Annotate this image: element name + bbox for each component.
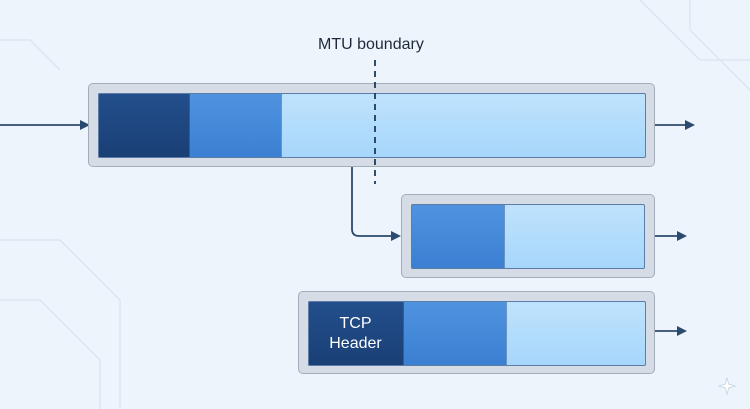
payload-segment (411, 204, 504, 269)
tcp-header-label: TCP Header (308, 301, 403, 366)
payload-segment (189, 93, 281, 158)
original-packet (88, 83, 655, 167)
header-segment (98, 93, 189, 158)
split-connector-arrow (351, 167, 401, 241)
payload-segment (403, 301, 506, 366)
fragment-packet (401, 194, 655, 278)
payload-segment (281, 93, 646, 158)
payload-segment (506, 301, 646, 366)
tcp-header-line-2: Header (329, 334, 382, 352)
mtu-boundary-label: MTU boundary (318, 36, 424, 53)
tcp-header-line-1: TCP (339, 314, 372, 332)
tcp-header-segment (308, 301, 403, 366)
tcp-segment-packet: TCP Header (298, 291, 655, 374)
sparkle-logo-icon (718, 377, 736, 395)
payload-segment (504, 204, 645, 269)
